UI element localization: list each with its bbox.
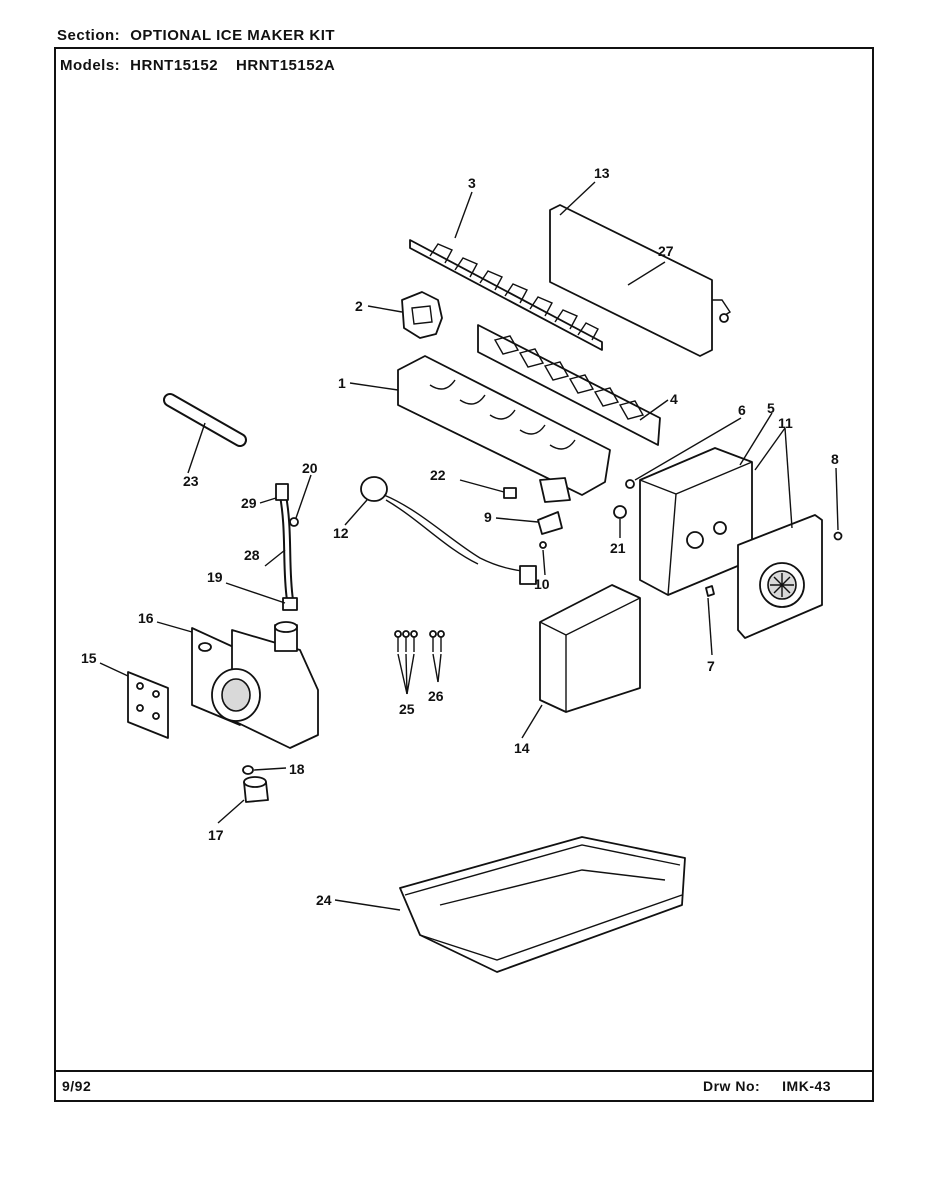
callout-2: 2	[355, 298, 363, 314]
drawing-number: IMK-43	[782, 1078, 832, 1094]
callout-22: 22	[430, 467, 446, 483]
models-label: Models:	[60, 57, 121, 74]
callout-3: 3	[468, 175, 476, 191]
callout-16: 16	[138, 610, 154, 626]
section-title: OPTIONAL ICE MAKER KIT	[130, 27, 336, 44]
callout-17: 17	[208, 827, 224, 843]
model-number: HRNT15152A	[236, 57, 336, 74]
part-6-screw	[625, 479, 635, 489]
part-12-thermostat-harness	[360, 476, 537, 585]
part-11-mounting-plate	[737, 514, 823, 639]
part-18-washer	[242, 765, 254, 775]
callout-12: 12	[333, 525, 349, 541]
part-24-ice-bin	[399, 836, 686, 973]
part-10-screw	[539, 541, 547, 549]
callout-24: 24	[316, 892, 332, 908]
callout-7: 7	[707, 658, 715, 674]
callout-11: 11	[778, 415, 793, 431]
section-label: Section:	[57, 27, 121, 44]
footer-divider	[54, 1070, 874, 1072]
callout-4: 4	[670, 391, 678, 407]
callout-15: 15	[81, 650, 97, 666]
callout-6: 6	[738, 402, 746, 418]
part-1-ice-mold	[397, 355, 611, 503]
leader-lines	[99, 181, 839, 911]
callout-9: 9	[484, 509, 492, 525]
callout-5: 5	[767, 400, 775, 416]
part-8-screw	[833, 531, 843, 541]
callout-20: 20	[302, 460, 318, 476]
callout-28: 28	[244, 547, 260, 563]
callout-1: 1	[338, 375, 346, 391]
drawing-number-block: Drw No: IMK-43	[703, 1078, 831, 1094]
model-number: HRNT15152	[130, 57, 219, 74]
part-21-gear	[613, 505, 627, 519]
part-22-clip	[503, 487, 517, 499]
part-28-fill-tube	[275, 483, 299, 611]
part-2-bracket	[401, 291, 443, 339]
part-3-ejector	[409, 239, 603, 351]
drawing-date: 9/92	[62, 1078, 92, 1094]
callout-25: 25	[399, 701, 415, 717]
part-14-cover	[539, 584, 641, 713]
callout-14: 14	[514, 740, 530, 756]
callout-27: 27	[658, 243, 674, 259]
callout-21: 21	[610, 540, 626, 556]
part-9-bracket	[537, 511, 563, 535]
part-16-water-valve	[191, 621, 319, 749]
callout-23: 23	[183, 473, 199, 489]
callout-8: 8	[831, 451, 839, 467]
callout-18: 18	[289, 761, 305, 777]
part-13-shield	[549, 204, 731, 357]
drawing-number-label: Drw No:	[703, 1078, 761, 1094]
part-23-tube	[163, 393, 247, 447]
drawing-frame	[54, 47, 874, 1102]
callout-26: 26	[428, 688, 444, 704]
part-17-nut	[243, 776, 269, 803]
section-header: Section: OPTIONAL ICE MAKER KIT	[57, 27, 335, 44]
part-15-bracket	[127, 671, 169, 739]
part-7-clip	[705, 585, 715, 597]
part-4-stripper	[477, 324, 661, 446]
callout-10: 10	[534, 576, 550, 592]
callout-19: 19	[207, 569, 223, 585]
models-header: Models: HRNT15152 HRNT15152A	[60, 57, 353, 74]
callout-labels: 1 2 3 4 5 6 7 8 9 10 11 12 13 14 15 16 1…	[81, 165, 839, 908]
part-5-housing	[639, 447, 753, 596]
callout-13: 13	[594, 165, 610, 181]
callout-29: 29	[241, 495, 257, 511]
screws-25-26	[394, 630, 445, 652]
